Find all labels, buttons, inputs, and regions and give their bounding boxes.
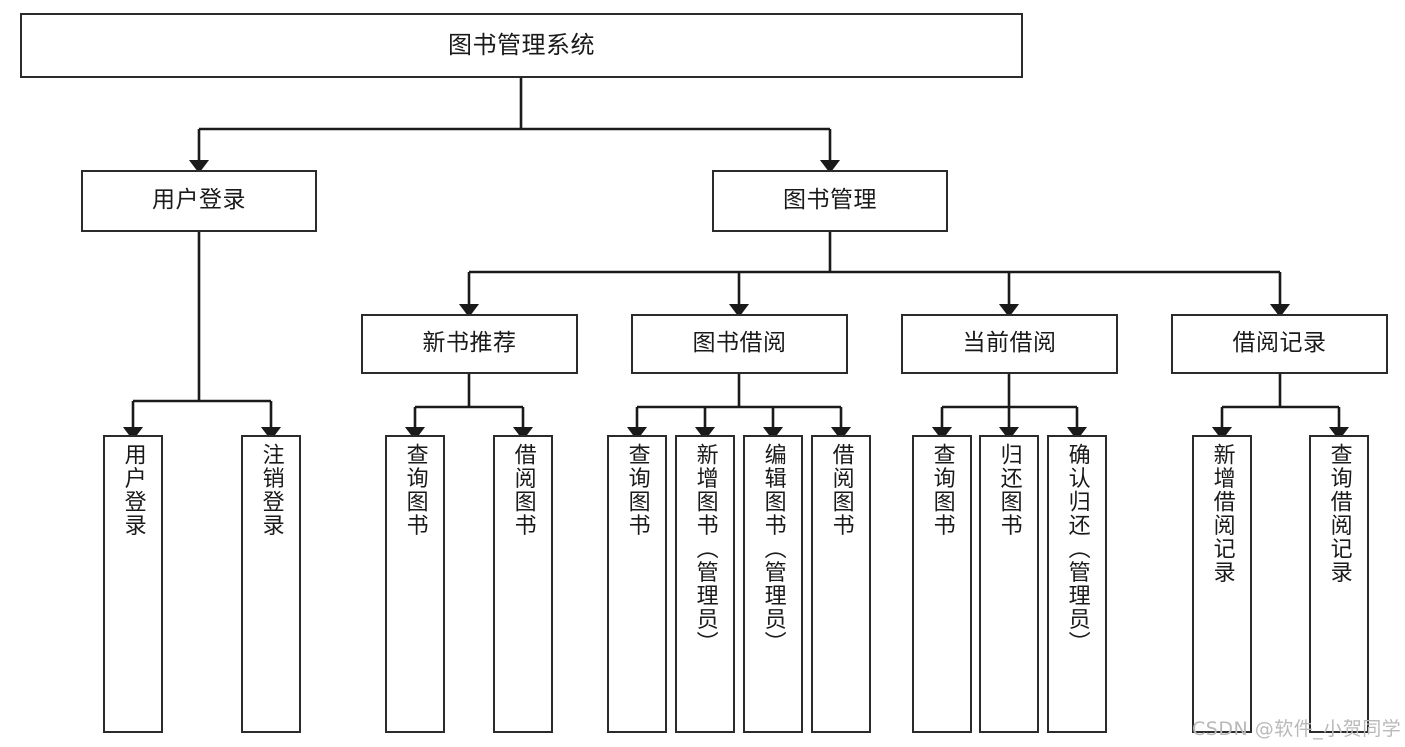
leaf-query-book-recommend[interactable]: 查询图书 bbox=[385, 435, 445, 733]
leaf-add-book-admin[interactable]: 新增图书（管理员） bbox=[675, 435, 735, 733]
leaf-return-book[interactable]: 归还图书 bbox=[979, 435, 1039, 733]
node-label: 用户登录 bbox=[152, 187, 246, 214]
node-label: 归还图书 bbox=[996, 443, 1022, 537]
leaf-query-borrow-record[interactable]: 查询借阅记录 bbox=[1309, 435, 1369, 733]
leaf-edit-book-admin[interactable]: 编辑图书（管理员） bbox=[743, 435, 803, 733]
node-label: 图书借阅 bbox=[692, 330, 787, 357]
leaf-add-borrow-record[interactable]: 新增借阅记录 bbox=[1192, 435, 1252, 733]
node-label: 新书推荐 bbox=[422, 330, 517, 357]
node-label: 新增借阅记录 bbox=[1209, 443, 1235, 584]
node-label: 注销登录 bbox=[258, 443, 284, 537]
node-root-book-management-system[interactable]: 图书管理系统 bbox=[20, 13, 1023, 78]
node-label: 编辑图书（管理员） bbox=[760, 443, 786, 655]
node-label: 当前借阅 bbox=[962, 330, 1057, 357]
node-label: 查询图书 bbox=[402, 443, 428, 537]
leaf-borrow-book[interactable]: 借阅图书 bbox=[811, 435, 871, 733]
leaf-confirm-return-admin[interactable]: 确认归还（管理员） bbox=[1047, 435, 1107, 733]
node-label: 新增图书（管理员） bbox=[692, 443, 718, 655]
node-label: 图书管理 bbox=[783, 187, 877, 214]
node-label: 查询图书 bbox=[624, 443, 650, 537]
node-label: 用户登录 bbox=[120, 443, 146, 537]
leaf-user-logout[interactable]: 注销登录 bbox=[241, 435, 301, 733]
node-borrow-record[interactable]: 借阅记录 bbox=[1171, 314, 1388, 374]
node-book-borrow[interactable]: 图书借阅 bbox=[631, 314, 848, 374]
node-label: 图书管理系统 bbox=[448, 31, 595, 60]
node-label: 借阅图书 bbox=[510, 443, 536, 537]
node-new-book-recommend[interactable]: 新书推荐 bbox=[361, 314, 578, 374]
leaf-borrow-book-recommend[interactable]: 借阅图书 bbox=[493, 435, 553, 733]
node-book-management[interactable]: 图书管理 bbox=[712, 170, 948, 232]
node-label: 借阅记录 bbox=[1232, 330, 1327, 357]
node-label: 查询借阅记录 bbox=[1326, 443, 1352, 584]
node-label: 查询图书 bbox=[929, 443, 955, 537]
leaf-query-book-current[interactable]: 查询图书 bbox=[912, 435, 972, 733]
leaf-user-login[interactable]: 用户登录 bbox=[103, 435, 163, 733]
node-label: 借阅图书 bbox=[828, 443, 854, 537]
node-label: 确认归还（管理员） bbox=[1064, 443, 1090, 655]
node-current-borrow[interactable]: 当前借阅 bbox=[901, 314, 1118, 374]
node-user-login[interactable]: 用户登录 bbox=[81, 170, 317, 232]
csdn-watermark: CSDN @软件_小贺同学 bbox=[1192, 718, 1402, 740]
leaf-query-book-borrow[interactable]: 查询图书 bbox=[607, 435, 667, 733]
